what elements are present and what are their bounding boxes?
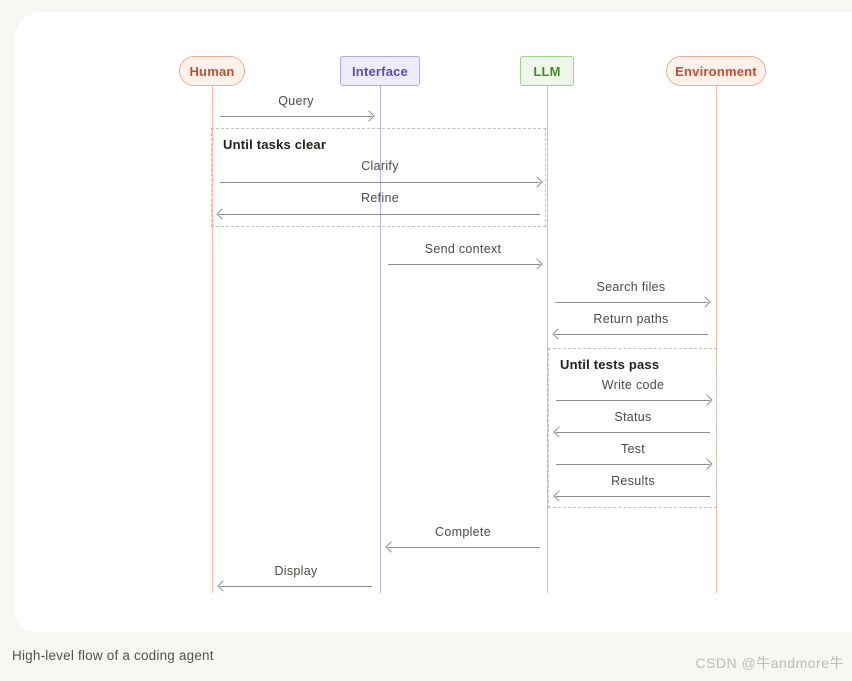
arrow-send-context [388, 258, 543, 270]
arrow-write-code [556, 394, 713, 406]
diagram-card [14, 12, 852, 632]
arrow-results [553, 490, 710, 502]
message-label-display: Display [274, 564, 318, 578]
arrow-return-paths [552, 328, 708, 340]
arrow-search-files [555, 296, 711, 308]
message-label-clarify: Clarify [361, 159, 399, 173]
loop-label: Until tests pass [560, 357, 660, 372]
actor-llm: LLM [520, 56, 574, 86]
actor-environment: Environment [666, 56, 766, 86]
message-label-send-context: Send context [424, 242, 502, 256]
loop-until-tasks-clear: Until tasks clear [211, 128, 546, 227]
message-label-results: Results [611, 474, 655, 488]
message-label-status: Status [614, 410, 652, 424]
message-label-test: Test [620, 442, 646, 456]
arrow-clarify [220, 176, 543, 188]
arrow-query [220, 110, 375, 122]
message-label-complete: Complete [435, 525, 491, 539]
message-label-write-code: Write code [601, 378, 665, 392]
message-label-query: Query [278, 94, 314, 108]
actor-interface: Interface [340, 56, 420, 86]
loop-label: Until tasks clear [223, 137, 327, 152]
loop-until-tests-pass: Until tests pass [548, 348, 717, 508]
arrow-refine [216, 208, 540, 220]
arrow-status [553, 426, 710, 438]
message-label-return-paths: Return paths [593, 312, 669, 326]
lifeline-environment [716, 86, 717, 593]
arrow-display [217, 580, 372, 592]
message-label-search-files: Search files [596, 280, 666, 294]
actor-human: Human [179, 56, 245, 86]
message-label-refine: Refine [361, 191, 399, 205]
lifeline-interface [380, 86, 381, 593]
lifeline-llm [547, 86, 548, 593]
csdn-watermark: CSDN @牛andmore牛 [695, 655, 844, 671]
diagram-caption: High-level flow of a coding agent [12, 648, 214, 663]
arrow-complete [385, 541, 540, 553]
arrow-test [556, 458, 713, 470]
lifeline-human [212, 86, 213, 593]
